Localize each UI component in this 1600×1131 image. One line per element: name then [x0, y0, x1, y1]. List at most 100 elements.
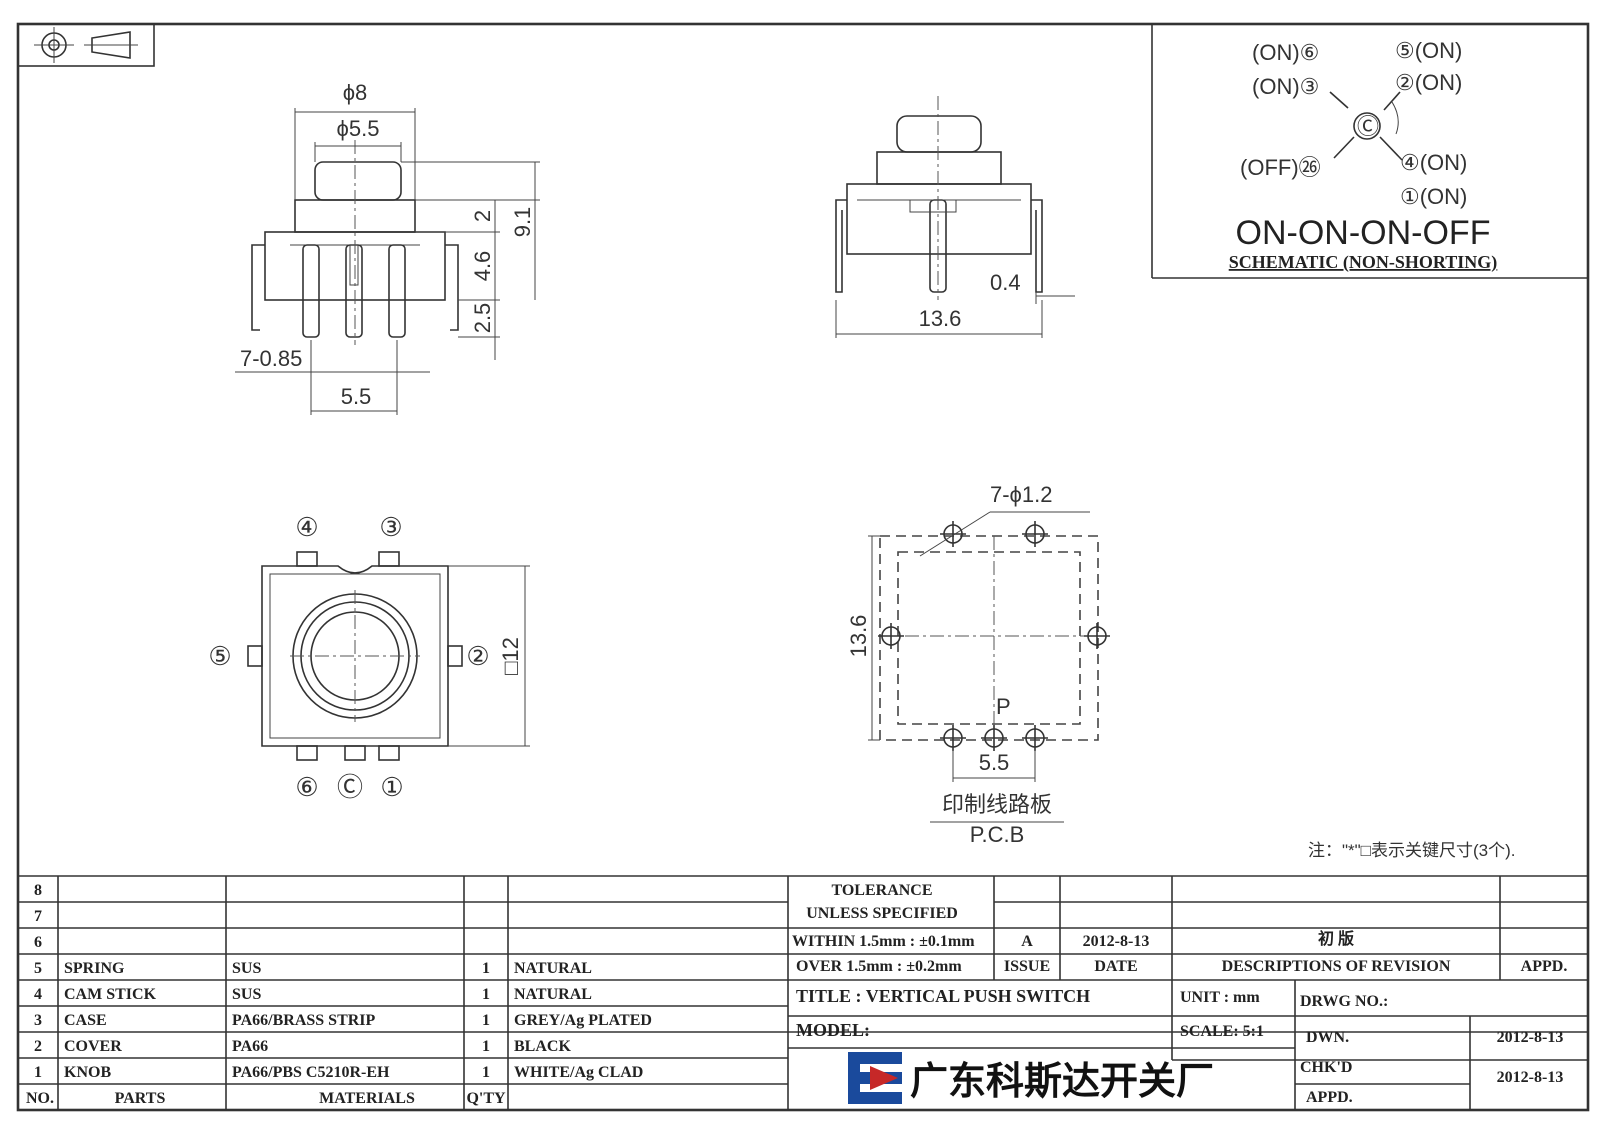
bom-no: 1	[34, 1064, 42, 1081]
dim-holes: 7-ϕ1.2	[990, 482, 1052, 507]
pcb-label-cn: 印制线路板	[942, 792, 1052, 817]
company-logo-icon	[848, 1052, 902, 1104]
bom-header-materials: MATERIALS	[319, 1090, 415, 1107]
header-date: DATE	[1094, 958, 1137, 975]
bom-row: 4 CAM STICK SUS 1 NATURAL	[34, 986, 592, 1003]
dim-sq12: □12	[498, 637, 523, 675]
bom-header-no: NO.	[26, 1090, 54, 1107]
revision-date: 2012-8-13	[1083, 933, 1150, 950]
drawing-title: TITLE : VERTICAL PUSH SWITCH	[796, 986, 1090, 1006]
tolerance-line-1: TOLERANCE	[831, 882, 932, 899]
pcb-view	[868, 511, 1110, 823]
pin-label-6: ⑥	[295, 772, 318, 802]
schematic-off: (OFF)㉖	[1240, 155, 1321, 180]
pin-label-4: ④	[295, 512, 318, 542]
bom-part: SPRING	[64, 960, 125, 977]
approved-label: APPD.	[1306, 1089, 1353, 1106]
bom-row: 2 COVER PA66 1 BLACK	[34, 1038, 571, 1055]
bom-row: 3 CASE PA66/BRASS STRIP 1 GREY/Ag PLATED	[34, 1012, 652, 1029]
schematic-subtitle: SCHEMATIC (NON-SHORTING)	[1229, 252, 1498, 273]
bom-finish: GREY/Ag PLATED	[514, 1012, 652, 1029]
bom-no: 5	[34, 960, 42, 977]
bom-no: 4	[34, 986, 42, 1003]
schematic-common: Ⓒ	[1357, 114, 1379, 139]
bom-qty: 1	[482, 1038, 490, 1055]
header-descriptions: DESCRIPTIONS OF REVISION	[1222, 958, 1451, 975]
dim-w04: 0.4	[990, 270, 1021, 295]
bom-material: PA66/BRASS STRIP	[232, 1012, 376, 1029]
bom-material: SUS	[232, 960, 261, 977]
drawn-date: 2012-8-13	[1497, 1029, 1564, 1046]
bom-finish: BLACK	[514, 1038, 571, 1055]
dim-pins: 7-0.85	[240, 346, 302, 371]
sheet-border	[16, 22, 1590, 1112]
dim-h2: 2	[470, 210, 495, 222]
pin-label-1: ①	[380, 772, 403, 802]
pcb-p-label: P	[996, 694, 1011, 719]
bom-no: 2	[34, 1038, 42, 1055]
pcb-label-en: P.C.B	[970, 822, 1025, 847]
scale-label: SCALE: 5:1	[1180, 1023, 1264, 1040]
bom-part: CAM STICK	[64, 986, 157, 1003]
drawing-number-label: DRWG NO.:	[1300, 993, 1388, 1010]
bom-qty: 1	[482, 1012, 490, 1029]
dim-w136: 13.6	[919, 306, 962, 331]
bom-finish: NATURAL	[514, 960, 592, 977]
schematic-title: ON-ON-ON-OFF	[1236, 214, 1491, 252]
bom-row-6: 6	[34, 934, 42, 951]
bom-material: PA66	[232, 1038, 268, 1055]
bom-material: SUS	[232, 986, 261, 1003]
schematic-pin5: ⑤(ON)	[1395, 38, 1462, 63]
bom-row-8: 8	[34, 882, 42, 899]
bom-no: 3	[34, 1012, 42, 1029]
bom-finish: WHITE/Ag CLAD	[514, 1064, 643, 1081]
checked-label: CHK'D	[1300, 1059, 1352, 1076]
dim-h25: 2.5	[470, 303, 495, 334]
tolerance-line-4: OVER 1.5mm : ±0.2mm	[796, 958, 962, 975]
bom-header-parts: PARTS	[115, 1090, 166, 1107]
front-view	[235, 108, 540, 415]
schematic-pin3: (ON)③	[1252, 74, 1319, 99]
header-issue: ISSUE	[1004, 958, 1050, 975]
revision-issue: A	[1021, 933, 1033, 950]
bom-grid	[18, 875, 1588, 1110]
dim-phi8: ϕ8	[343, 80, 368, 105]
bottom-view	[247, 551, 530, 761]
schematic-box	[1151, 24, 1588, 279]
dim-w55-pcb: 5.5	[979, 750, 1010, 775]
pin-label-c: Ⓒ	[337, 772, 363, 802]
model-label: MODEL:	[796, 1020, 870, 1040]
bom-row: 5 SPRING SUS 1 NATURAL	[34, 960, 592, 977]
company-name: 广东科斯达开关厂	[910, 1059, 1214, 1103]
schematic-pin4: ④(ON)	[1400, 150, 1467, 175]
pin-label-2: ②	[466, 641, 489, 671]
header-appd: APPD.	[1521, 958, 1568, 975]
dim-h91: 9.1	[510, 207, 535, 238]
revision-description: 初 版	[1318, 929, 1354, 948]
dim-phi55: ϕ5.5	[337, 116, 380, 141]
pin-label-3: ③	[379, 512, 402, 542]
bom-part: KNOB	[64, 1064, 111, 1081]
schematic-pin6: (ON)⑥	[1252, 40, 1319, 65]
bom-part: COVER	[64, 1038, 122, 1055]
tolerance-line-2: UNLESS SPECIFIED	[806, 905, 958, 922]
projection-symbol-icon	[34, 27, 138, 63]
dim-w55-front: 5.5	[341, 384, 372, 409]
projection-symbol-box	[17, 23, 155, 67]
bom-finish: NATURAL	[514, 986, 592, 1003]
bom-qty: 1	[482, 1064, 490, 1081]
checked-date: 2012-8-13	[1497, 1069, 1564, 1086]
bom-part: CASE	[64, 1012, 107, 1029]
pin-label-5: ⑤	[208, 641, 231, 671]
tolerance-line-3: WITHIN 1.5mm : ±0.1mm	[792, 933, 975, 950]
bom-row: 1 KNOB PA66/PBS C5210R-EH 1 WHITE/Ag CLA…	[34, 1064, 643, 1081]
note-text: 注："*"□表示关键尺寸(3个).	[1308, 841, 1515, 860]
bom-material: PA66/PBS C5210R-EH	[232, 1064, 390, 1081]
drawn-label: DWN.	[1306, 1029, 1349, 1046]
unit-label: UNIT : mm	[1180, 989, 1260, 1006]
bom-qty: 1	[482, 986, 490, 1003]
dim-h136-pcb: 13.6	[846, 615, 871, 658]
schematic-pin1: ①(ON)	[1400, 184, 1467, 209]
dim-h46: 4.6	[470, 251, 495, 282]
